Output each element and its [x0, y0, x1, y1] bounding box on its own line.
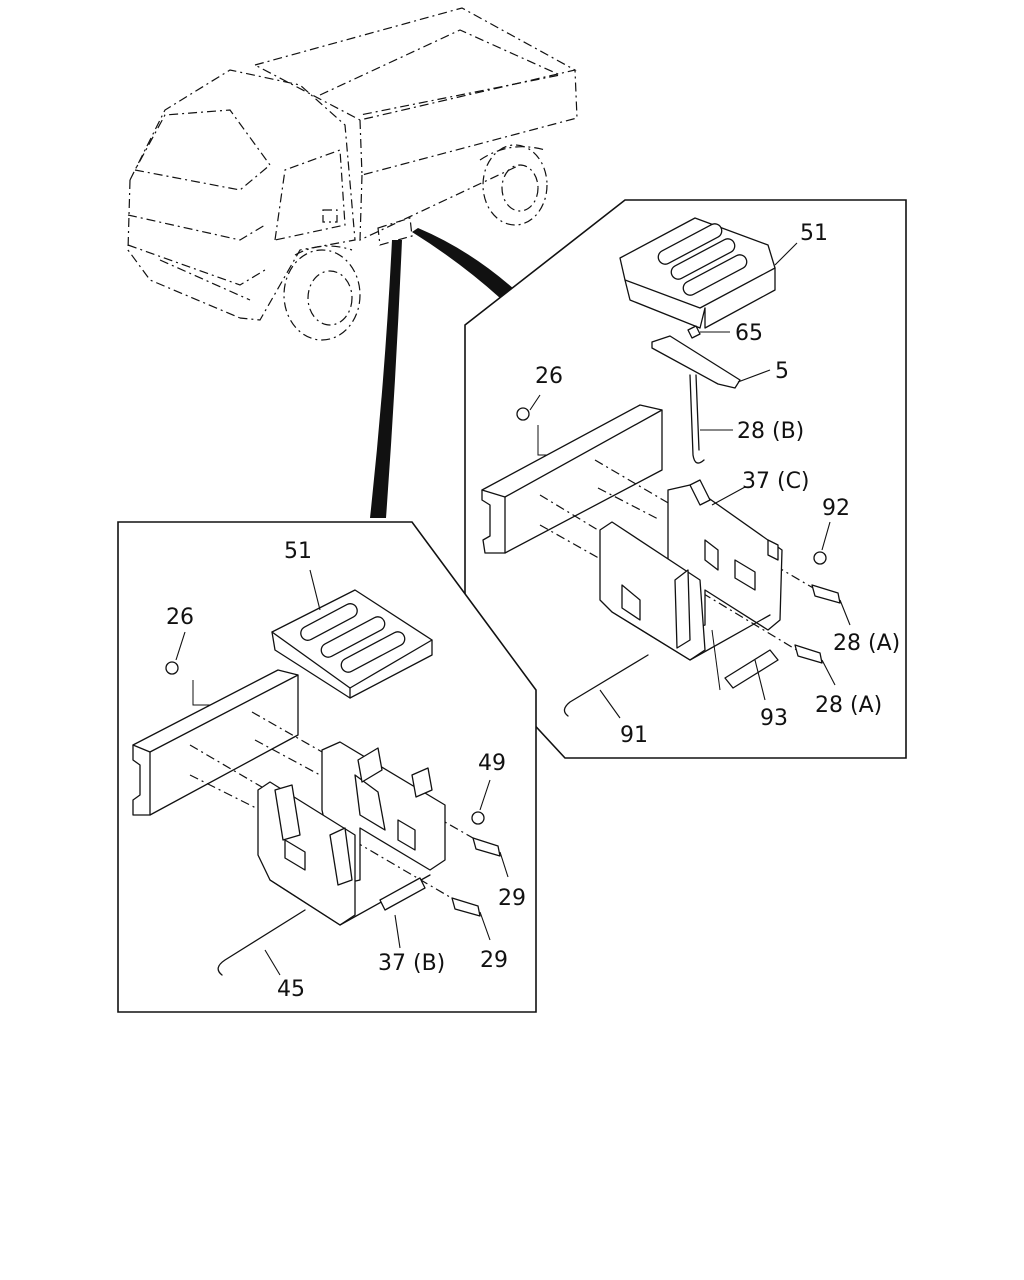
- callout-to-left-frame: [370, 240, 402, 518]
- truck-overview: [127, 7, 578, 341]
- right-assembly: [481, 217, 841, 717]
- label-28a-upper: 28 (A): [833, 631, 900, 656]
- right-labels: 51 65 5 26 28 (B) 37 (C) 92 28 (A) 28 (A…: [535, 221, 900, 748]
- label-37c: 37 (C): [742, 469, 810, 494]
- label-51-left: 51: [284, 539, 312, 564]
- label-28a-lower: 28 (A): [815, 693, 882, 718]
- label-65: 65: [735, 321, 763, 346]
- label-5: 5: [775, 359, 789, 384]
- label-28b: 28 (B): [737, 419, 804, 444]
- label-37b: 37 (B): [378, 951, 445, 976]
- label-92: 92: [822, 496, 850, 521]
- left-leaders: [175, 569, 509, 976]
- label-91: 91: [620, 723, 648, 748]
- label-29-upper: 29: [498, 886, 526, 911]
- callout-to-right-frame: [412, 228, 515, 298]
- left-labels: 51 26 49 29 29 37 (B) 45: [166, 539, 526, 1002]
- right-leaders: [529, 242, 851, 719]
- left-assembly: [132, 589, 501, 976]
- label-26-left: 26: [166, 605, 194, 630]
- label-93: 93: [760, 706, 788, 731]
- label-49: 49: [478, 751, 506, 776]
- label-51-right: 51: [800, 221, 828, 246]
- label-29-lower: 29: [480, 948, 508, 973]
- label-45: 45: [277, 977, 305, 1002]
- label-26-right: 26: [535, 364, 563, 389]
